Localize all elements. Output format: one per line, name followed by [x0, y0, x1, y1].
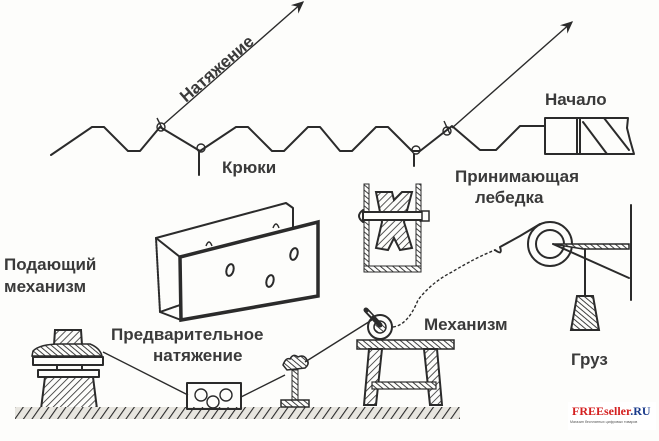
label-receiving-winch-2: лебедка [475, 188, 544, 207]
watermark-brand-red: FREEseller [572, 404, 632, 418]
label-feed-mechanism-2: механизм [4, 277, 86, 296]
workbench [356, 339, 455, 406]
guide-post [280, 354, 310, 408]
wire-segment [102, 351, 189, 396]
wall-pulley [527, 204, 632, 301]
label-feed-mechanism-1: Подающий [4, 255, 96, 274]
wire-segment [304, 317, 376, 363]
hook-icon [442, 120, 452, 136]
receiving-winch [544, 117, 635, 155]
tension-arrow-right [451, 21, 574, 129]
pulley-bracket [358, 183, 430, 273]
hook-icon [411, 145, 421, 167]
pre-tension-rollers [186, 382, 242, 410]
watermark-tagline: Магазин бесплатных цифровых товаров [570, 420, 637, 424]
bending-mechanism [363, 223, 541, 340]
watermark-logo: FREEseller.RU Магазин бесплатных цифровы… [568, 402, 656, 430]
ground-right [330, 407, 460, 419]
hook-icon [156, 117, 166, 132]
label-pre-tension-1: Предварительное [111, 325, 264, 344]
label-mechanism: Механизм [424, 315, 508, 334]
label-load: Груз [571, 350, 608, 369]
ground-left [15, 407, 345, 419]
svg-text:FREEseller.RU: FREEseller.RU [572, 404, 651, 418]
label-pre-tension-2: натяжение [153, 346, 242, 365]
label-start: Начало [545, 90, 607, 109]
feed-mechanism [31, 329, 104, 410]
hook-icon [196, 143, 206, 176]
label-receiving-winch-1: Принимающая [455, 167, 579, 186]
wavy-wire [50, 125, 546, 156]
label-hooks: Крюки [222, 158, 276, 177]
watermark-brand-blue: .RU [630, 404, 651, 418]
tension-arrow-left [163, 1, 305, 125]
weight-icon [569, 295, 601, 331]
u-channel-form [155, 202, 320, 323]
wire-segment [240, 374, 286, 398]
label-tension: Натяжение [176, 32, 257, 106]
